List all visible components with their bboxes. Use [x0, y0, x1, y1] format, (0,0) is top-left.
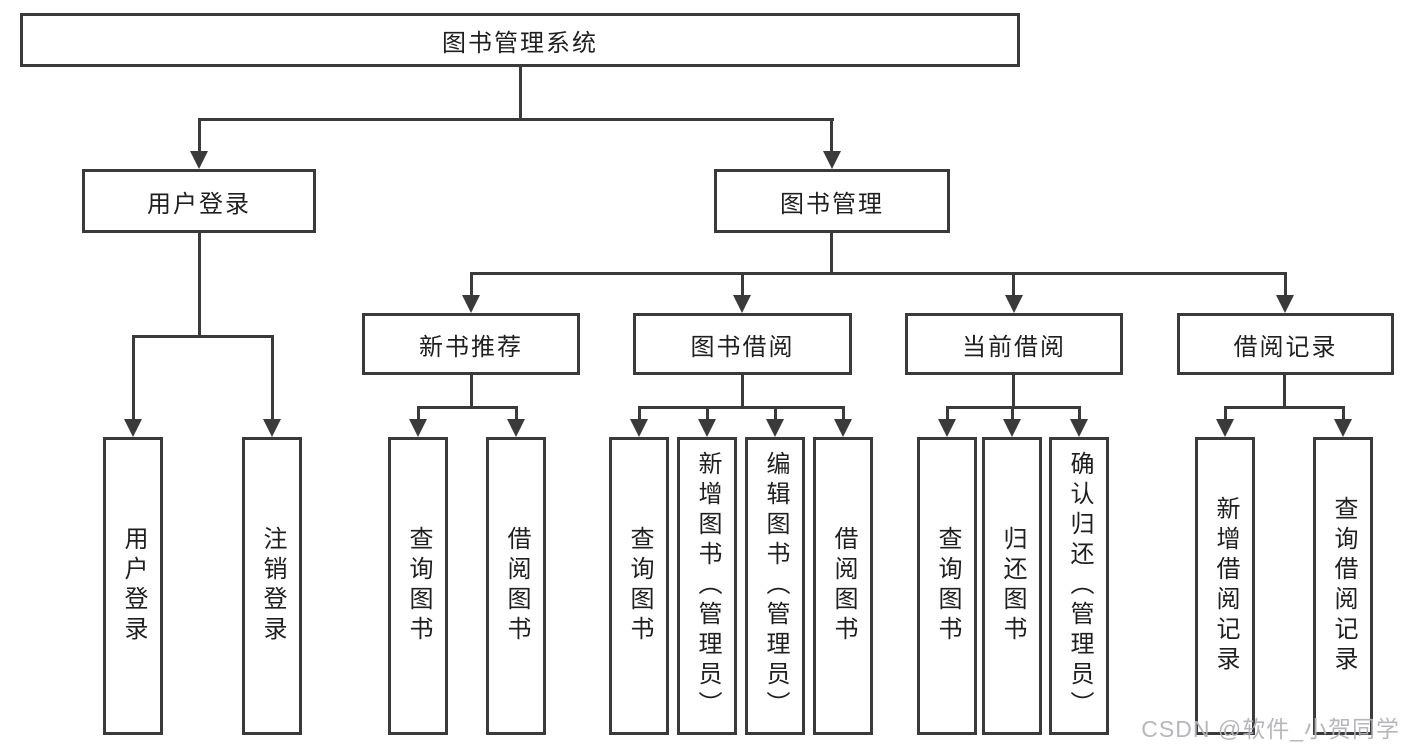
- node-root-label: 图书管理系统: [442, 29, 598, 57]
- arrow-down-icon: [630, 419, 648, 437]
- leaf-return-book-label: 归还图书: [999, 526, 1026, 646]
- node-book-management-label: 图书管理: [780, 190, 884, 218]
- connector-user-login-rail: [132, 335, 274, 338]
- connector-drop-new-book: [470, 272, 473, 296]
- arrow-down-icon: [190, 151, 208, 169]
- leaf-add-borrow-record: 新增借阅记录: [1195, 437, 1255, 735]
- connector-groupA-rail: [417, 406, 518, 409]
- leaf-query-borrow-record: 查询借阅记录: [1313, 437, 1373, 735]
- watermark: CSDN @软件_小贺同学: [1141, 716, 1400, 742]
- connector-groupB-rail: [638, 406, 845, 409]
- arrow-down-icon: [1276, 295, 1294, 313]
- arrow-down-icon: [698, 419, 716, 437]
- connector-groupC-stem: [1012, 375, 1015, 409]
- arrow-down-icon: [124, 419, 142, 437]
- connector-drop-book-management: [830, 118, 833, 154]
- leaf-query-books-recommend-label: 查询图书: [405, 526, 432, 646]
- connector-groupD-rail: [1224, 406, 1344, 409]
- leaf-add-book-admin: 新增图书（管理员）: [677, 437, 737, 735]
- leaf-edit-book-admin-label: 编辑图书（管理员）: [762, 451, 789, 721]
- node-new-book-recommend-label: 新书推荐: [419, 333, 523, 361]
- arrow-down-icon: [733, 295, 751, 313]
- node-book-management: 图书管理: [714, 169, 950, 233]
- arrow-down-icon: [834, 419, 852, 437]
- connector-drop: [1011, 406, 1014, 421]
- connector-user-login-stem: [198, 233, 201, 335]
- arrow-down-icon: [938, 419, 956, 437]
- leaf-logout-label: 注销登录: [259, 526, 286, 646]
- connector-drop: [774, 406, 777, 421]
- leaf-query-books-recommend: 查询图书: [388, 437, 448, 735]
- connector-groupA-stem: [470, 375, 473, 409]
- leaf-user-login-label: 用户登录: [120, 526, 147, 646]
- connector-book-management-stem: [830, 233, 833, 275]
- connector-drop: [417, 406, 420, 421]
- connector-drop-book-borrow: [741, 272, 744, 296]
- node-borrow-records-label: 借阅记录: [1233, 333, 1338, 361]
- arrow-down-icon: [1334, 419, 1352, 437]
- leaf-logout: 注销登录: [242, 437, 302, 735]
- arrow-down-icon: [1005, 295, 1023, 313]
- leaf-borrow-books-borrow: 借阅图书: [813, 437, 873, 735]
- arrow-down-icon: [1070, 419, 1088, 437]
- leaf-edit-book-admin: 编辑图书（管理员）: [745, 437, 805, 735]
- arrow-down-icon: [462, 295, 480, 313]
- connector-groupD-stem: [1283, 375, 1286, 409]
- leaf-confirm-return-admin-label: 确认归还（管理员）: [1066, 451, 1093, 721]
- connector-drop-logout-leaf: [271, 335, 274, 421]
- node-current-borrow-label: 当前借阅: [962, 333, 1066, 361]
- node-user-login-label: 用户登录: [147, 190, 251, 218]
- leaf-user-login: 用户登录: [103, 437, 163, 735]
- arrow-down-icon: [766, 419, 784, 437]
- connector-drop: [1078, 406, 1081, 421]
- node-user-login: 用户登录: [82, 169, 316, 233]
- leaf-return-book: 归还图书: [982, 437, 1042, 735]
- arrow-down-icon: [823, 151, 841, 169]
- leaf-query-borrow-record-label: 查询借阅记录: [1330, 496, 1357, 676]
- leaf-confirm-return-admin: 确认归还（管理员）: [1049, 437, 1109, 735]
- node-new-book-recommend: 新书推荐: [362, 313, 580, 375]
- arrow-down-icon: [507, 419, 525, 437]
- leaf-borrow-books-recommend: 借阅图书: [486, 437, 546, 735]
- arrow-down-icon: [263, 419, 281, 437]
- connector-root-rail: [198, 118, 834, 121]
- leaf-query-books-current-label: 查询图书: [934, 526, 961, 646]
- leaf-query-books-borrow: 查询图书: [609, 437, 669, 735]
- arrow-down-icon: [1003, 419, 1021, 437]
- connector-drop: [706, 406, 709, 421]
- connector-drop: [946, 406, 949, 421]
- connector-drop: [1342, 406, 1345, 421]
- connector-drop: [515, 406, 518, 421]
- arrow-down-icon: [409, 419, 427, 437]
- connector-drop-login-leaf: [132, 335, 135, 421]
- leaf-borrow-books-recommend-label: 借阅图书: [503, 526, 530, 646]
- connector-book-management-rail: [470, 272, 1286, 275]
- connector-drop-current-borrow: [1012, 272, 1015, 296]
- leaf-add-borrow-record-label: 新增借阅记录: [1212, 496, 1239, 676]
- node-book-borrow: 图书借阅: [633, 313, 852, 375]
- connector-groupB-stem: [741, 375, 744, 409]
- leaf-add-book-admin-label: 新增图书（管理员）: [694, 451, 721, 721]
- node-book-borrow-label: 图书借阅: [690, 333, 795, 361]
- connector-root-stem: [519, 67, 522, 121]
- node-current-borrow: 当前借阅: [905, 313, 1123, 375]
- connector-drop: [1224, 406, 1227, 421]
- leaf-query-books-borrow-label: 查询图书: [626, 526, 653, 646]
- node-borrow-records: 借阅记录: [1177, 313, 1394, 375]
- node-root: 图书管理系统: [20, 13, 1020, 67]
- leaf-query-books-current: 查询图书: [917, 437, 977, 735]
- connector-drop-borrow-records: [1284, 272, 1287, 296]
- connector-drop-user-login: [198, 118, 201, 154]
- connector-drop: [842, 406, 845, 421]
- leaf-borrow-books-borrow-label: 借阅图书: [830, 526, 857, 646]
- connector-drop: [638, 406, 641, 421]
- arrow-down-icon: [1216, 419, 1234, 437]
